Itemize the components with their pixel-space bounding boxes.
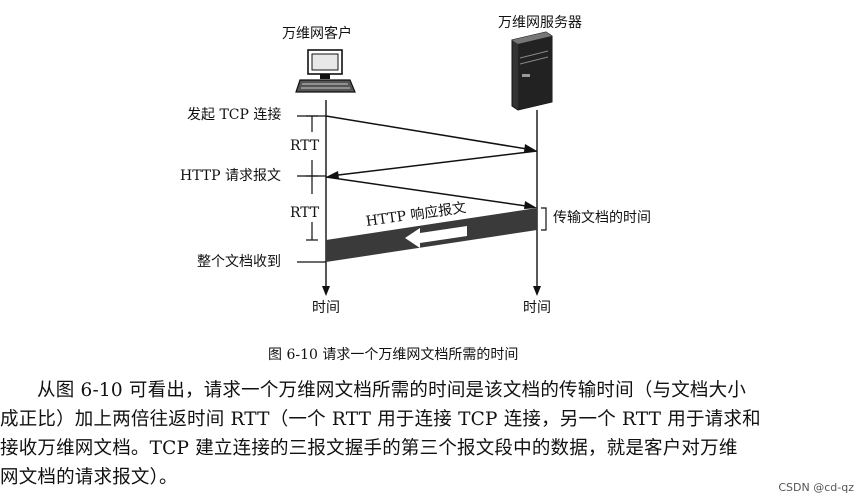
figure-caption: 图 6-10 请求一个万维网文档所需的时间 (268, 347, 519, 363)
response-direction-arrow-icon (405, 226, 467, 248)
tcp-connect-label: 发起 TCP 连接 (187, 107, 282, 123)
watermark: CSDN @cd-qz (778, 481, 854, 494)
http-request-message-arrow (325, 176, 534, 208)
syn-arrowhead-icon (524, 144, 537, 152)
rtt-bracket-2 (306, 176, 318, 241)
doc-received-label: 整个文档收到 (197, 254, 281, 270)
rtt-label-1: RTT (290, 138, 320, 154)
paragraph-line-3: 接收万维网文档。TCP 建立连接的三报文握手的第三个报文段中的数据，就是客户对万… (0, 438, 738, 459)
client-timeline-arrowhead (322, 286, 330, 296)
syn-message-arrow (325, 115, 534, 151)
paragraph-line-4: 网文档的请求报文）。 (0, 467, 178, 488)
paragraph-line-1: 从图 6-10 可看出，请求一个万维网文档所需的时间是该文档的传输时间（与文档大… (37, 380, 747, 401)
client-time-label: 时间 (312, 300, 340, 316)
client-computer-icon (295, 49, 356, 93)
paragraph-line-2: 成正比）加上两倍往返时间 RTT（一个 RTT 用于连接 TCP 连接，另一个 … (0, 409, 761, 430)
http-request-label: HTTP 请求报文 (180, 168, 282, 184)
transfer-time-label: 传输文档的时间 (553, 210, 651, 226)
syn-ack-message-arrow (329, 150, 538, 177)
body-paragraph: 从图 6-10 可看出，请求一个万维网文档所需的时间是该文档的传输时间（与文档大… (0, 376, 856, 492)
client-title: 万维网客户 (282, 26, 352, 42)
rtt-label-2: RTT (290, 205, 320, 221)
server-timeline-arrowhead (533, 286, 541, 296)
http-request-arrowhead-icon (524, 201, 537, 209)
server-time-label: 时间 (523, 300, 551, 316)
server-tower-icon (511, 31, 553, 111)
server-title: 万维网服务器 (498, 15, 582, 31)
transfer-time-bracket (541, 207, 547, 231)
